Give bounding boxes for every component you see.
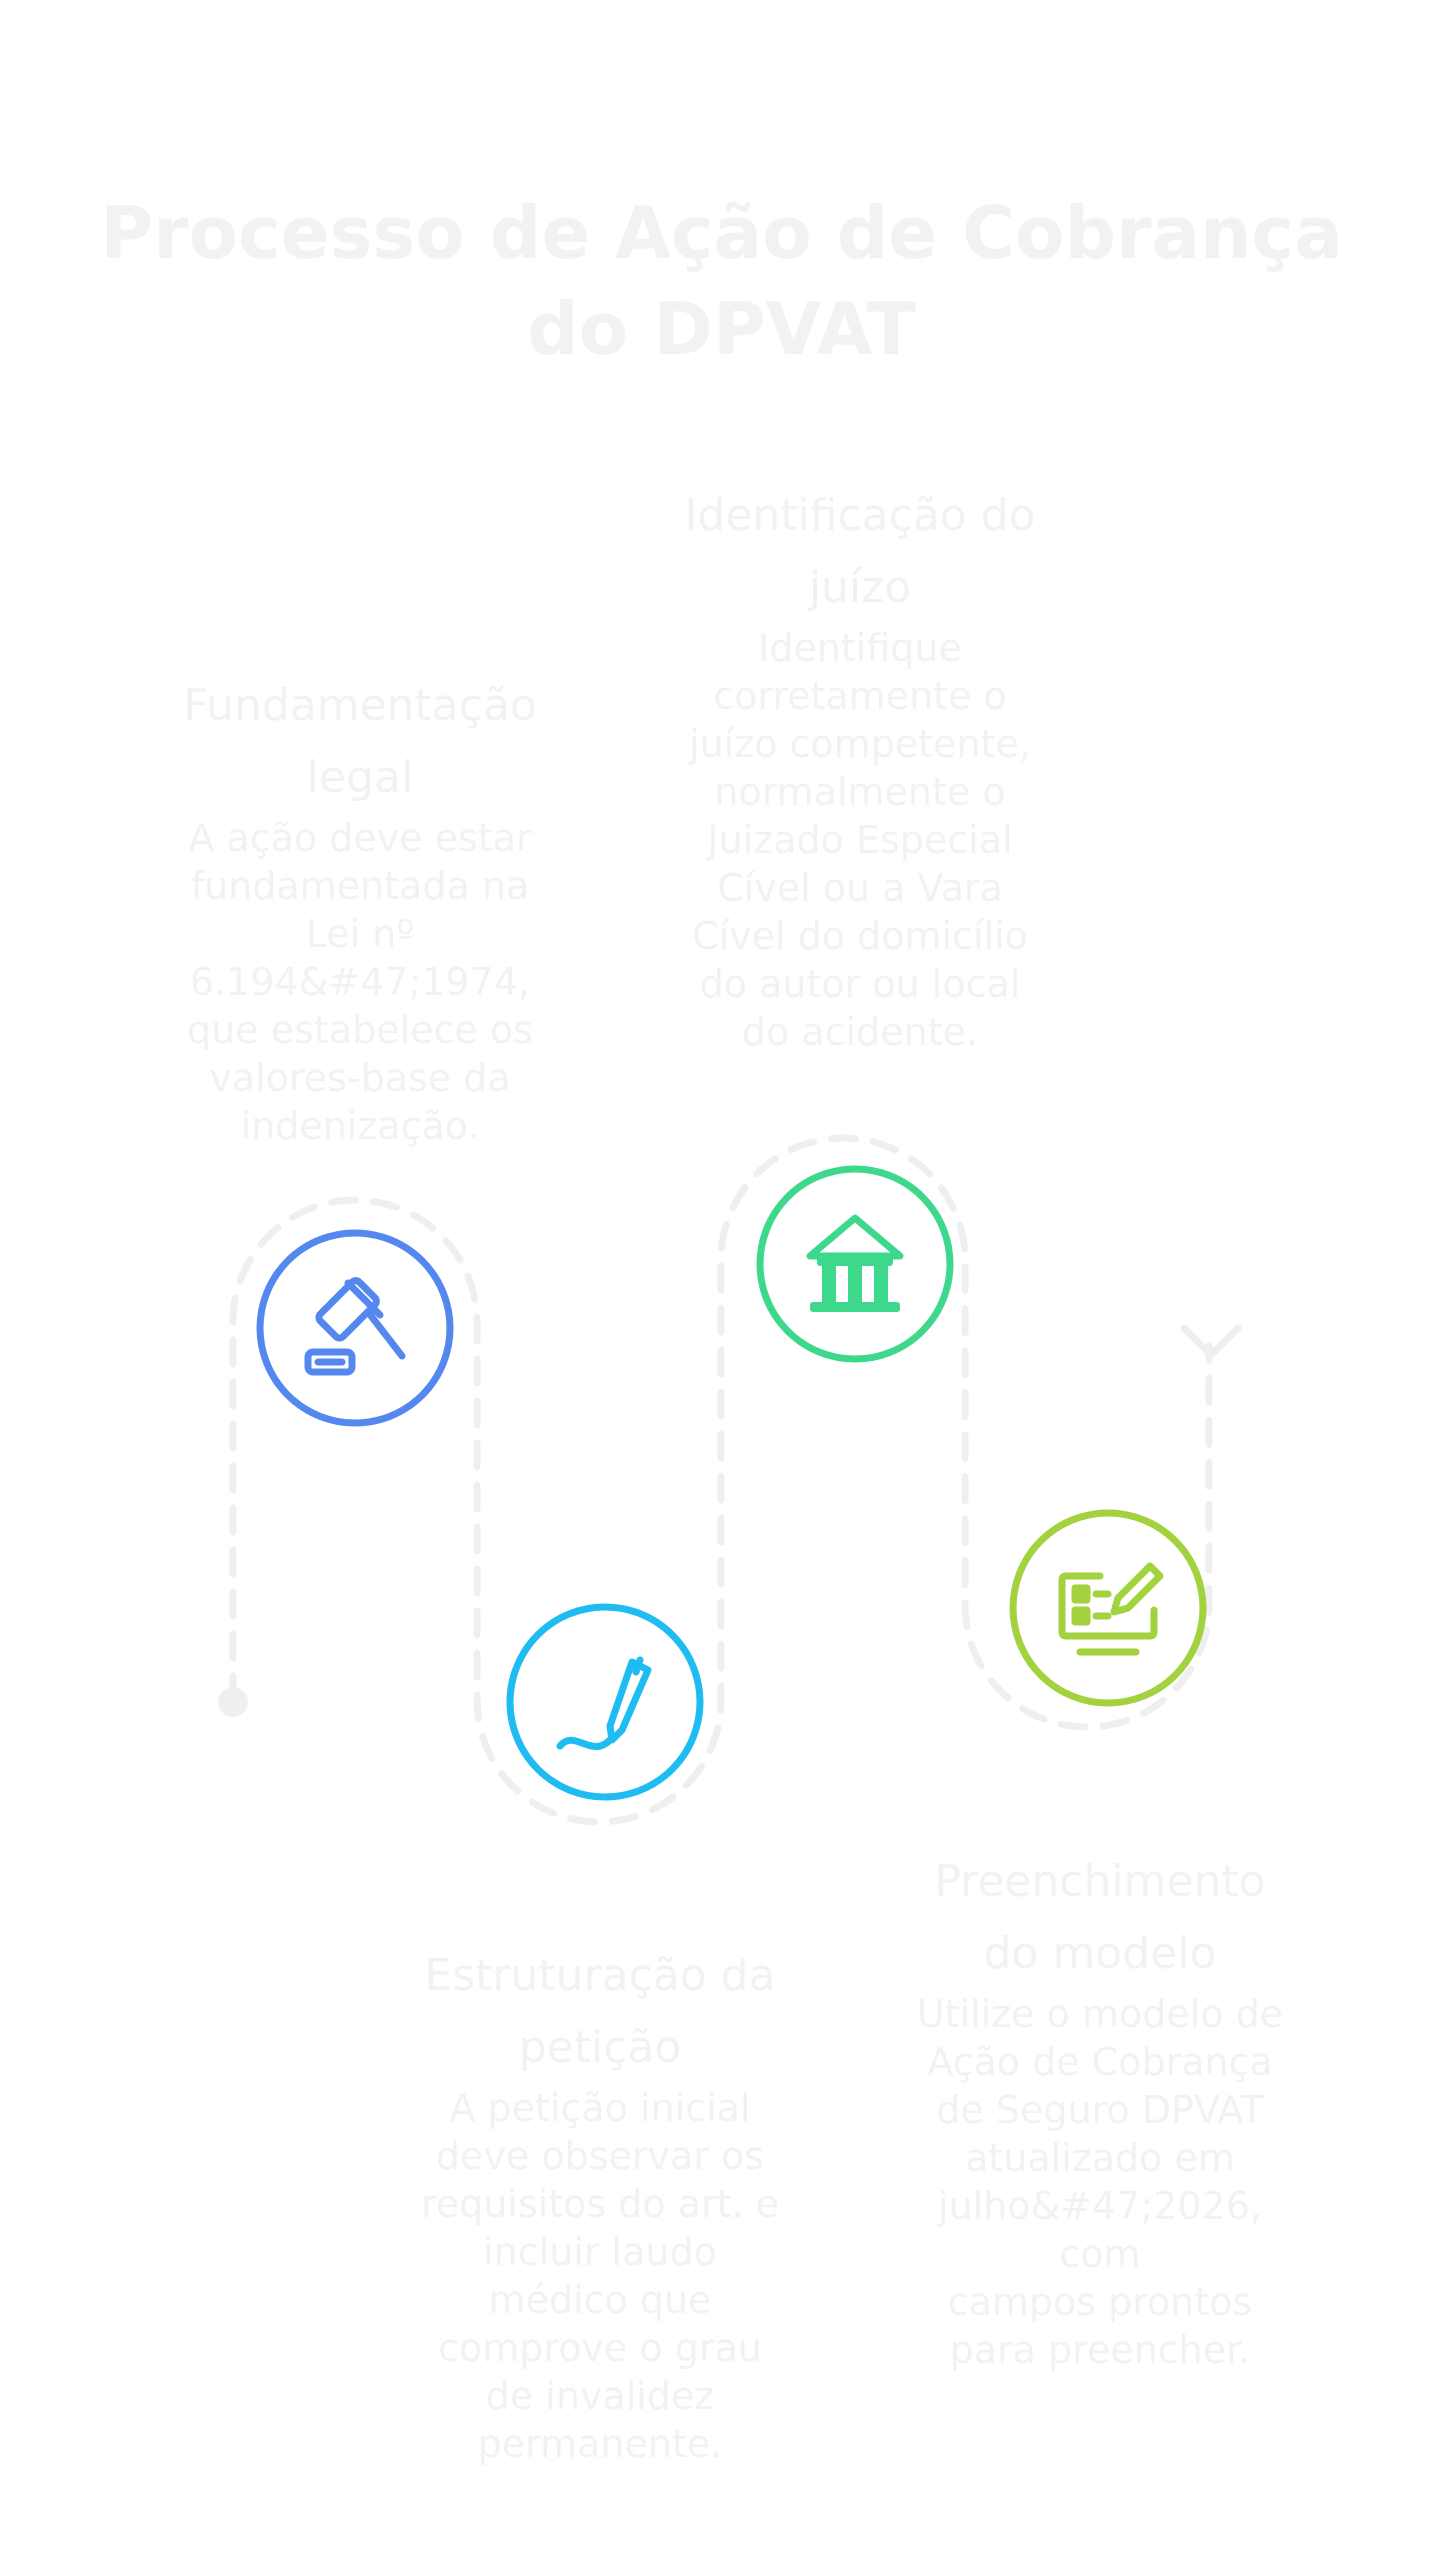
step-4-description: Utilize o modelo de Ação de Cobrança de … [916, 1992, 1284, 2372]
step-2-description: A petição inicial deve observar os requi… [420, 2086, 780, 2466]
step-2-icon-circle [506, 1603, 704, 1801]
step-2-text: Estruturação da petição A petição inicia… [400, 1940, 800, 2468]
step-3-icon-circle [756, 1165, 954, 1363]
page-title: Processo de Ação de Cobrança do DPVAT [100, 191, 1343, 371]
pen-signature-icon [556, 1656, 652, 1750]
step-2-heading: Estruturação da petição [424, 1950, 776, 2073]
courthouse-icon [806, 1214, 904, 1312]
start-dot [218, 1687, 248, 1717]
step-1-heading: Fundamentação legal [183, 680, 537, 803]
step-3-heading: Identificação do juízo [684, 490, 1036, 613]
step-4-icon-circle [1009, 1509, 1207, 1707]
end-arrow-icon [1180, 1324, 1242, 1359]
step-1-icon-circle [256, 1229, 454, 1427]
step-4-text: Preenchimento do modelo Utilize o modelo… [900, 1846, 1300, 2374]
step-1-description: A ação deve estar fundamentada na Lei nº… [187, 816, 533, 1148]
step-3-text: Identificação do juízo Identifique corre… [660, 480, 1060, 1056]
form-edit-icon [1058, 1562, 1164, 1656]
step-3-description: Identifique corretamente o juízo compete… [689, 626, 1031, 1054]
step-1-text: Fundamentação legal A ação deve estar fu… [170, 670, 550, 1150]
dashed-connector-path [229, 1134, 1213, 1826]
gavel-icon [304, 1277, 406, 1376]
step-4-heading: Preenchimento do modelo [934, 1856, 1266, 1979]
